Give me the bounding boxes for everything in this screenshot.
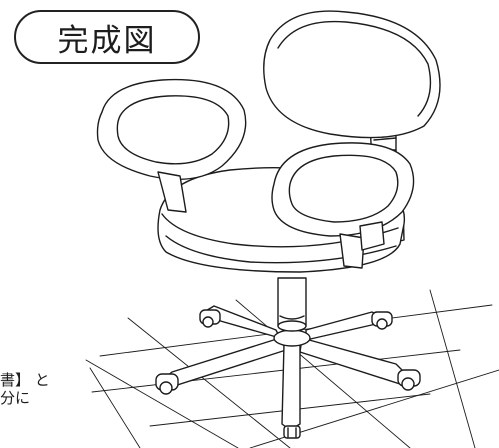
title-badge: 完成図 xyxy=(14,10,200,64)
margin-text-line-1: 書】 と xyxy=(0,371,50,389)
chair-base xyxy=(155,305,421,439)
backrest xyxy=(263,10,441,139)
right-armrest xyxy=(271,142,415,269)
margin-text-line-2: 分に xyxy=(0,389,31,407)
left-armrest xyxy=(96,78,247,213)
gas-cylinder xyxy=(277,277,307,332)
title-text: 完成図 xyxy=(57,22,157,59)
